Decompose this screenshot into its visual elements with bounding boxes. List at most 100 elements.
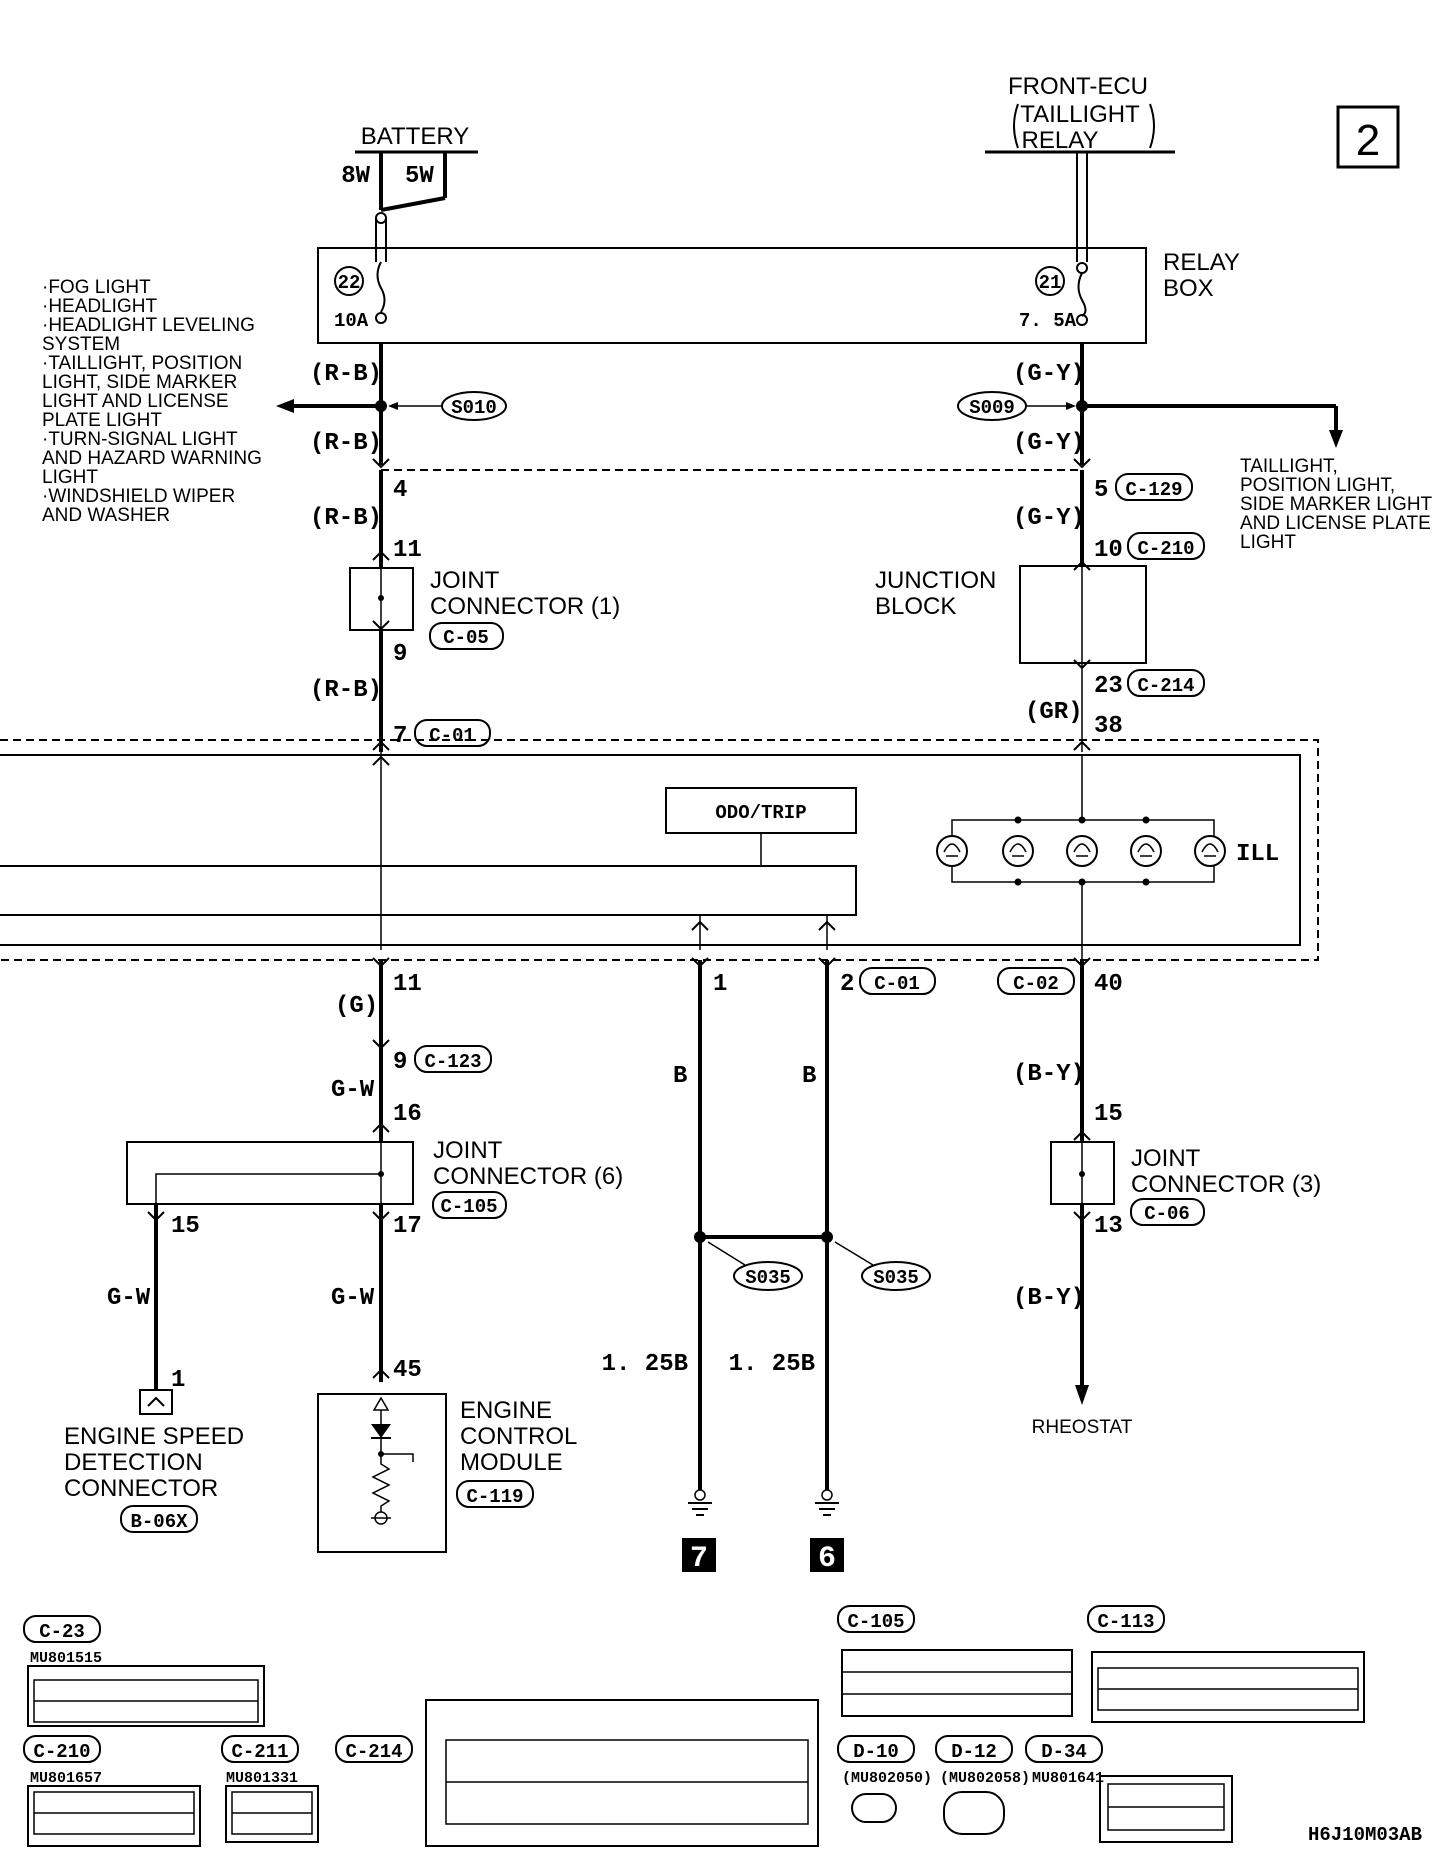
- connector-badge-c105: [432, 1191, 507, 1219]
- fuse-21: 21: [1039, 272, 1062, 294]
- ecm-label-3: MODULE: [460, 1449, 563, 1476]
- wire-color-gy-2: (G-Y): [1013, 430, 1085, 457]
- splice-s035-right-label: S035: [873, 1267, 919, 1289]
- splice-s035-left-label: S035: [745, 1267, 791, 1289]
- right-load-list: TAILLIGHT, POSITION LIGHT, SIDE MARKER L…: [1240, 456, 1433, 553]
- connector-face-c113: C-113: [1087, 1605, 1365, 1723]
- connector-badge-b06x: [120, 1505, 198, 1533]
- ground-symbol-icon: [688, 1489, 712, 1516]
- joint1-label-1: JOINT: [430, 567, 500, 594]
- connector-c210-top: C-210: [1137, 538, 1194, 560]
- page-number-box: [1336, 105, 1400, 169]
- ground-point-7-box: [682, 1538, 716, 1572]
- junction-block: [1019, 565, 1147, 664]
- joint3-label-1: JOINT: [1131, 1145, 1201, 1172]
- engine-speed-label-2: DETECTION: [64, 1449, 203, 1476]
- pin-10: 10: [1094, 537, 1123, 564]
- left-load-item: AND HAZARD WARNING: [42, 448, 262, 469]
- connector-c211: C-211: [231, 1741, 288, 1763]
- connector-badge-c123: [414, 1045, 492, 1073]
- connector-badge-c214: [1127, 669, 1205, 697]
- right-load-item: AND LICENSE PLATE: [1240, 513, 1431, 534]
- pin-40: 40: [1094, 971, 1123, 998]
- ill-bulb-icon: [1066, 835, 1098, 867]
- wire-color-by-2: (B-Y): [1013, 1285, 1085, 1312]
- pin-38: 38: [1094, 713, 1123, 740]
- pin-2: 2: [840, 971, 854, 998]
- connector-c05: C-05: [443, 627, 489, 649]
- junction-label-1: JUNCTION: [875, 567, 996, 594]
- right-load-item: LIGHT: [1240, 532, 1296, 553]
- left-load-item: ·TAILLIGHT, POSITION: [42, 353, 242, 374]
- pin-4: 4: [393, 477, 407, 504]
- connector-c123: C-123: [424, 1051, 481, 1073]
- ecu-label-2: TAILLIGHT: [1020, 101, 1140, 128]
- right-load-item: TAILLIGHT,: [1240, 456, 1338, 477]
- left-load-item: LIGHT AND LICENSE: [42, 391, 229, 412]
- connector-badge-c119: [456, 1480, 534, 1508]
- wire-color-125b-1: 1. 25B: [602, 1351, 688, 1378]
- left-load-item: ·TURN-SIGNAL LIGHT: [42, 429, 238, 450]
- wire-color-gy-3: (G-Y): [1013, 505, 1085, 532]
- connector-face-c211: C-211 MU801331: [221, 1735, 319, 1843]
- connector-c113: C-113: [1097, 1611, 1154, 1633]
- pin-17: 17: [393, 1213, 422, 1240]
- ecm-label-1: ENGINE: [460, 1397, 552, 1424]
- joint-connector-1: [349, 567, 414, 631]
- wire-color-by-1: (B-Y): [1013, 1061, 1085, 1088]
- pin-5: 5: [1094, 477, 1108, 504]
- pin-11-bottom: 11: [393, 971, 422, 998]
- ill-bulb-icon: [1002, 835, 1034, 867]
- connector-face-c105: C-105: [837, 1605, 1073, 1717]
- engine-control-module: [317, 1393, 447, 1553]
- wire-color-rb-3: (R-B): [310, 505, 382, 532]
- left-load-item: ·HEADLIGHT LEVELING: [42, 315, 255, 336]
- ill-bulb-icon: [1194, 835, 1226, 867]
- fusible-8w: 8W: [341, 163, 370, 190]
- part-number-d10: (MU802050): [842, 1770, 932, 1787]
- left-load-item: AND WASHER: [42, 505, 170, 526]
- engine-speed-label-1: ENGINE SPEED: [64, 1423, 244, 1450]
- wire-color-rb-1: (R-B): [310, 361, 382, 388]
- fusible-5w: 5W: [405, 163, 434, 190]
- relay-box-label-2: BOX: [1163, 275, 1214, 302]
- diagram-code: H6J10M03AB: [1308, 1824, 1422, 1846]
- splice-s009-label: S009: [969, 397, 1015, 419]
- connector-face-c210: C-210 MU801657: [23, 1735, 201, 1847]
- relay-box-label-1: RELAY: [1163, 249, 1240, 276]
- joint6-label-1: JOINT: [433, 1137, 503, 1164]
- connector-c01-top: C-01: [429, 725, 475, 747]
- joint6-label-2: CONNECTOR (6): [433, 1163, 623, 1190]
- page-number: 2: [1356, 116, 1380, 165]
- connector-d34: D-34: [1041, 1741, 1087, 1763]
- left-load-item: ·FOG LIGHT: [42, 277, 151, 298]
- ground-point-7: 7: [690, 1542, 708, 1576]
- connector-c119: C-119: [466, 1486, 523, 1508]
- odo-trip-label: ODO/TRIP: [715, 802, 806, 824]
- connector-face-c23: C-23 MU801515: [23, 1615, 265, 1727]
- junction-label-2: BLOCK: [875, 593, 956, 620]
- left-load-item: LIGHT, SIDE MARKER: [42, 372, 237, 393]
- pin-1: 1: [713, 971, 727, 998]
- pin-16: 16: [393, 1101, 422, 1128]
- left-load-item: PLATE LIGHT: [42, 410, 162, 431]
- ecu-label-1: FRONT-ECU: [1008, 73, 1148, 100]
- ground-point-6: 6: [818, 1542, 836, 1576]
- part-number-c211: MU801331: [226, 1770, 298, 1787]
- fuse-21-rating: 7. 5A: [1019, 310, 1077, 332]
- ill-label: ILL: [1236, 841, 1279, 868]
- part-number-d12: (MU802058): [940, 1770, 1030, 1787]
- wire-color-rb-4: (R-B): [310, 677, 382, 704]
- connector-c105-mid: C-105: [440, 1196, 497, 1218]
- wire-color-gw-2: G-W: [107, 1285, 151, 1312]
- ill-bulb-icon: [936, 835, 968, 867]
- left-load-item: ·HEADLIGHT: [42, 296, 157, 317]
- splice-s035-right: [861, 1261, 931, 1291]
- wire-color-125b-2: 1. 25B: [729, 1351, 815, 1378]
- engine-speed-label-3: CONNECTOR: [64, 1475, 218, 1502]
- connector-c210: C-210: [33, 1741, 90, 1763]
- connector-d12: D-12: [951, 1741, 997, 1763]
- connector-b06x: B-06X: [130, 1511, 188, 1533]
- pin-9-top: 9: [393, 641, 407, 668]
- wire-color-b-2: B: [802, 1063, 816, 1090]
